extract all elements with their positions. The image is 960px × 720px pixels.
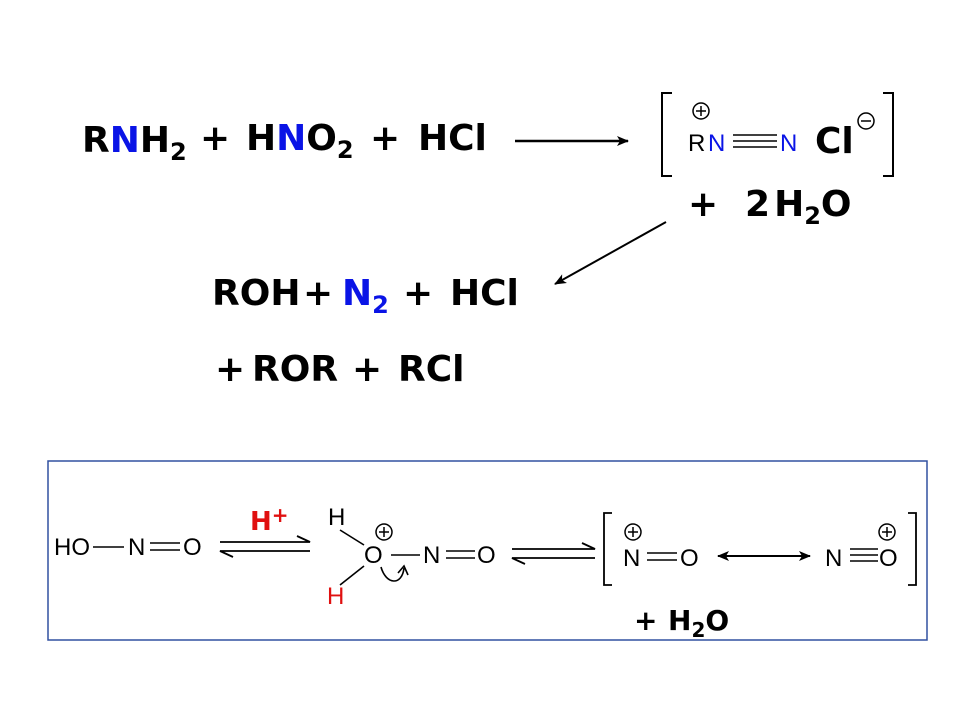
nitrosonium-o-a: O	[680, 545, 699, 572]
mech-n1: N	[128, 534, 145, 561]
products: ROH + N2 + HCl + ROR + RCl	[212, 273, 519, 390]
right-bracket-2	[908, 512, 917, 586]
mech-o1: O	[183, 534, 202, 561]
mech-h-red: H	[327, 583, 344, 610]
amine-r: R	[82, 120, 110, 161]
mech-water-o: O	[705, 604, 729, 637]
mech-o-center: O	[364, 542, 383, 569]
nitrosonium-o-b: O	[879, 545, 898, 572]
nitrosonium-n-b: N	[825, 545, 842, 572]
mech-h-top: H	[328, 504, 345, 531]
diazonium-r: R	[688, 130, 705, 157]
water-subscript: 2	[804, 202, 821, 230]
mech-o2: O	[477, 542, 496, 569]
svg-text:H2O: H2O	[668, 604, 729, 642]
right-bracket	[883, 92, 894, 177]
nitrosonium-n-a: N	[623, 545, 640, 572]
left-bracket	[661, 92, 672, 177]
svg-text:RNH2: RNH2	[82, 120, 187, 166]
product-rcl: RCl	[398, 349, 464, 390]
hcl-reactant: HCl	[418, 118, 487, 159]
proton-label: H+	[250, 503, 289, 537]
product-plus-3: +	[215, 349, 245, 390]
product-plus-2: +	[403, 273, 433, 314]
chloride-anion: Cl	[815, 121, 854, 162]
product-plus-4: +	[352, 349, 382, 390]
water-o: O	[821, 184, 852, 225]
nitrosonium-charge-n-icon	[624, 523, 642, 541]
amine-nitrogen: N	[110, 120, 140, 161]
amine-h: H	[140, 120, 170, 161]
diazonium-n1: N	[708, 130, 725, 157]
oxonium-charge-icon	[375, 523, 393, 541]
nitrous-acid-nitrogen: N	[276, 118, 306, 159]
positive-charge-icon	[692, 102, 710, 120]
product-nitrogen: N	[342, 273, 372, 314]
mech-water-plus: +	[634, 604, 657, 637]
nitrous-acid-reactant: HNO2	[246, 118, 354, 164]
negative-charge-icon	[857, 112, 875, 130]
product-plus-1: +	[303, 273, 333, 314]
product-hcl: HCl	[450, 273, 519, 314]
nitrous-acid-structure: HO N O	[54, 534, 202, 561]
water-plus: +	[688, 184, 718, 225]
svg-text:HNO2: HNO2	[246, 118, 354, 164]
svg-text:N2: N2	[342, 273, 389, 319]
protonated-nitrous-acid: H O H N O	[327, 504, 496, 610]
water-coefficient: 2	[745, 184, 770, 225]
mech-n2: N	[423, 542, 440, 569]
plus-sign-2: +	[370, 118, 400, 159]
protonation-equilibrium: H+	[219, 503, 311, 558]
left-bracket-2	[603, 512, 612, 586]
mech-water-h: H	[668, 604, 691, 637]
diazonium-n2: N	[780, 130, 797, 157]
amine-reactant: RNH2	[82, 120, 187, 166]
mechanism-box	[47, 460, 928, 641]
product-nitrogen-subscript: 2	[372, 291, 389, 319]
nitrous-acid-subscript: 2	[337, 136, 354, 164]
electron-push-arrow	[380, 566, 405, 582]
nitrosonium-resonance: N O N O	[603, 512, 917, 586]
mech-ho: HO	[54, 534, 90, 561]
product-ror: ROR	[252, 349, 338, 390]
decomposition-arrow	[554, 221, 667, 285]
amine-subscript: 2	[170, 138, 187, 166]
mech-water-subscript: 2	[691, 618, 705, 642]
water-h: H	[774, 184, 804, 225]
product-roh: ROH	[212, 273, 300, 314]
mechanism-water: + H2O	[634, 604, 729, 642]
nitrous-acid-o: O	[306, 118, 337, 159]
dissociation-equilibrium	[511, 542, 596, 565]
nitrosonium-charge-o-icon	[878, 523, 896, 541]
nitrous-acid-h: H	[246, 118, 276, 159]
diazonium-salt: R N N Cl	[661, 92, 894, 177]
plus-sign-1: +	[200, 118, 230, 159]
